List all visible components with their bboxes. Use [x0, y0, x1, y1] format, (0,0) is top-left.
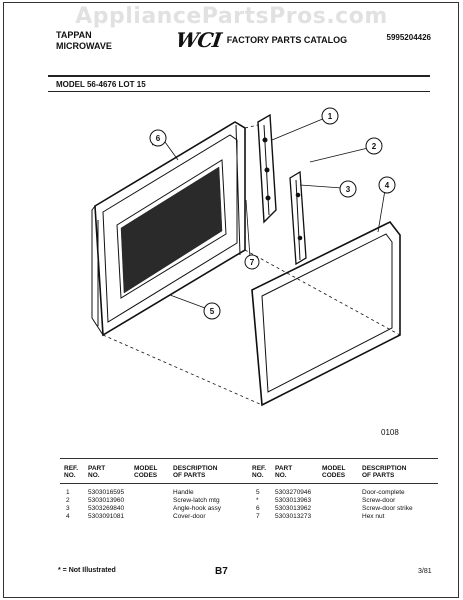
- window-mesh: [120, 166, 223, 294]
- header-rule: [48, 75, 430, 77]
- table-row-ref: 3: [66, 505, 70, 512]
- handle-part: [257, 113, 277, 224]
- table-row-ref: 1: [66, 489, 70, 496]
- table-row-desc: Handle: [173, 489, 194, 496]
- table-row-part: 5303013960: [88, 497, 125, 504]
- page-frame: [3, 2, 459, 598]
- table-row-part: 5303013962: [275, 505, 312, 512]
- callout-3: [339, 180, 357, 198]
- table-row-ref: 4: [66, 513, 70, 520]
- table-row-ref: 7: [256, 513, 260, 520]
- catalog-title: FACTORY PARTS CATALOG: [226, 35, 348, 45]
- table-row-desc: Angle-hook assy: [173, 505, 222, 512]
- table-row-ref: 5: [256, 489, 260, 496]
- callout-label-1: 1: [328, 112, 333, 121]
- table-row-desc: Screw-door: [362, 497, 396, 504]
- header-desc-left: DESCRIPTION OF PARTS: [173, 465, 218, 479]
- table-header-rule: [60, 483, 438, 484]
- header-desc-right: DESCRIPTION OF PARTS: [362, 465, 407, 479]
- brand-line-1: TAPPAN: [56, 30, 92, 40]
- header-ref-right: REF. NO.: [252, 465, 267, 479]
- table-row-desc: Cover-door: [173, 513, 206, 520]
- table-row-ref: 2: [66, 497, 70, 504]
- table-row-part: 5303016595: [88, 489, 125, 496]
- header-part-left: PART NO.: [88, 465, 106, 479]
- model-label: MODEL 56-4676 LOT 15: [56, 80, 146, 89]
- callout-5: [203, 302, 221, 320]
- callout-2: [365, 137, 383, 155]
- table-row-part: 5303013273: [275, 513, 312, 520]
- callout-7: [244, 254, 260, 270]
- table-row-part: 5303013963: [275, 497, 312, 504]
- header-part-right: PART NO.: [275, 465, 293, 479]
- table-row-part: 5303270946: [275, 489, 312, 496]
- table-row-part: 5303091081: [88, 513, 125, 520]
- page-number: B7: [215, 566, 228, 577]
- door-frame-part: [91, 121, 246, 337]
- watermark: AppliancePartsPros.com: [75, 4, 388, 29]
- table-row-desc: Hex nut: [362, 513, 385, 520]
- catalog-number: 5995204426: [386, 33, 432, 42]
- callout-4: [378, 176, 396, 194]
- callout-label-5: 5: [210, 307, 215, 316]
- header-model-left: MODEL CODES: [134, 465, 158, 479]
- table-top-rule: [60, 458, 438, 459]
- callout-label-2: 2: [372, 142, 377, 151]
- table-row-ref: 6: [256, 505, 260, 512]
- not-illustrated-note: * = Not Illustrated: [58, 567, 116, 574]
- figure-number: 0108: [381, 428, 399, 437]
- callout-label-7: 7: [250, 258, 255, 267]
- header-ref-left: REF. NO.: [64, 465, 79, 479]
- callouts: [149, 107, 396, 320]
- callout-label-3: 3: [346, 185, 351, 194]
- angle-hook-part: [289, 170, 307, 266]
- callout-label-6: 6: [156, 134, 161, 143]
- table-row-desc: Screw-latch mtg: [173, 497, 220, 504]
- model-rule: [48, 91, 430, 92]
- callout-6: [149, 129, 167, 147]
- brand-line-2: MICROWAVE: [56, 41, 112, 51]
- brand-name: TAPPAN MICROWAVE: [56, 30, 112, 52]
- table-row-part: 5303269840: [88, 505, 125, 512]
- catalog-header: WCI FACTORY PARTS CATALOG: [174, 28, 348, 52]
- callout-1: [321, 107, 339, 125]
- header-model-right: MODEL CODES: [322, 465, 346, 479]
- table-row-desc: Door-complete: [362, 489, 405, 496]
- callout-label-4: 4: [385, 181, 390, 190]
- revision-date: 3/81: [418, 568, 432, 575]
- table-row-desc: Screw-door strike: [362, 505, 413, 512]
- cover-door-part: [251, 220, 401, 407]
- table-row-ref: *: [256, 497, 259, 504]
